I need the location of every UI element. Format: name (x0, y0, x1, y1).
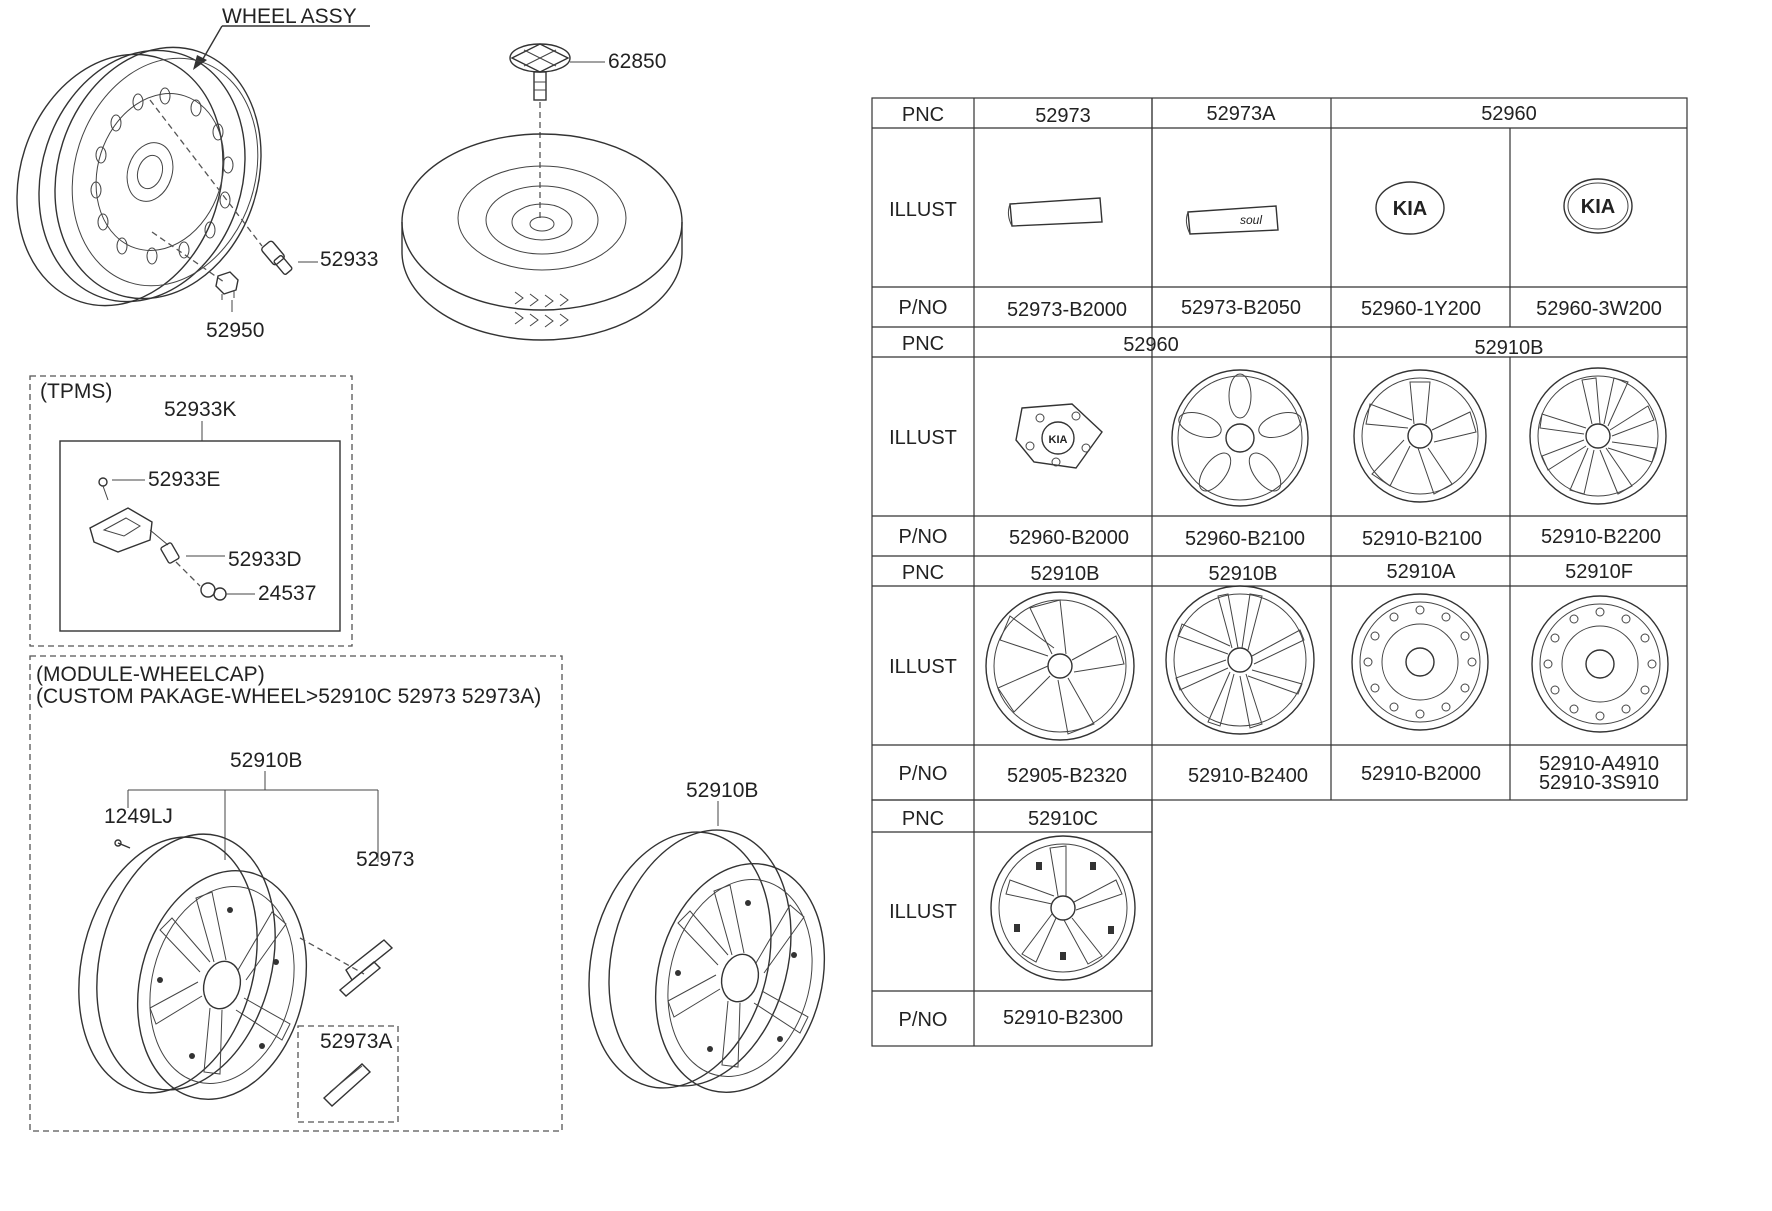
alloy-wheel-module-icon[interactable] (53, 815, 330, 1117)
part-label-52933d[interactable]: 52933D (228, 548, 302, 571)
center-cap-icon[interactable]: KIA (1015, 403, 1103, 469)
pno-cell[interactable]: 52910-B2300 (1003, 1007, 1123, 1029)
row-label-pno-4: P/NO (899, 1009, 948, 1031)
emblem-text: KIA (1393, 198, 1427, 220)
part-label-62850[interactable]: 62850 (608, 50, 666, 73)
pnc-cell[interactable]: 52910B (1209, 563, 1278, 585)
part-label-52933[interactable]: 52933 (320, 248, 378, 271)
alloy-wheel-10-spoke-icon[interactable] (1529, 367, 1667, 505)
screw-icon[interactable] (114, 839, 131, 849)
tpms-group: (TPMS) 52933K 52933E 52933D 24537 (29, 375, 353, 647)
kia-emblem-icon[interactable]: KIA (1375, 181, 1445, 235)
tpms-sensor-icon[interactable] (89, 477, 227, 601)
pnc-cell[interactable]: 52910B (1475, 337, 1544, 359)
table-block-1: 52973 52973A 52960 soul KIA KIA 52973 (1007, 103, 1662, 321)
lug-nut-icon[interactable] (215, 271, 239, 300)
part-label-52933e[interactable]: 52933E (148, 468, 220, 491)
pno-cell[interactable]: 52910-B2000 (1361, 763, 1481, 785)
module-title-line1[interactable]: (MODULE-WHEELCAP) (36, 663, 265, 686)
row-label-illust-1: ILLUST (889, 199, 957, 221)
trim-strip-52973-icon[interactable] (338, 939, 394, 997)
part-label-52950[interactable]: 52950 (206, 319, 264, 342)
part-label-1249lj[interactable]: 1249LJ (104, 805, 173, 828)
spare-tire-icon[interactable] (401, 133, 683, 341)
trim-strip-52973a-icon[interactable] (322, 1063, 372, 1107)
row-label-pno-3: P/NO (899, 763, 948, 785)
wheel-assy-label[interactable]: WHEEL ASSY (222, 5, 357, 28)
pno-cell[interactable]: 52910-3S910 (1539, 772, 1659, 794)
row-label-illust-4: ILLUST (889, 901, 957, 923)
alloy-wheel-5-oval-icon[interactable] (1171, 369, 1309, 507)
part-label-52910b-module[interactable]: 52910B (230, 749, 302, 772)
table-block-3: 52910B 52910B 52910A 52910F (985, 561, 1669, 794)
pnc-cell[interactable]: 52960 (1123, 334, 1179, 356)
alloy-wheel-5-spoke-icon[interactable] (1353, 369, 1487, 503)
parts-table: PNC ILLUST P/NO PNC ILLUST P/NO PNC ILLU… (871, 97, 1688, 1047)
part-label-52973[interactable]: 52973 (356, 848, 414, 871)
pno-cell[interactable]: 52960-3W200 (1536, 298, 1662, 320)
row-label-pno-1: P/NO (899, 297, 948, 319)
alloy-wheel-5-wide-icon[interactable] (985, 591, 1135, 741)
part-label-52933k[interactable]: 52933K (164, 398, 236, 421)
pno-cell[interactable]: 52910-B2200 (1541, 526, 1661, 548)
trim-strip-plain-icon[interactable] (1007, 197, 1103, 227)
part-label-52910b-right[interactable]: 52910B (686, 779, 758, 802)
part-label-52973a[interactable]: 52973A (320, 1030, 392, 1053)
pnc-cell[interactable]: 52910C (1028, 808, 1098, 830)
row-label-pno-2: P/NO (899, 526, 948, 548)
pnc-cell[interactable]: 52960 (1481, 103, 1537, 125)
strip-text: soul (1240, 213, 1262, 227)
table-block-2: 52960 52910B KIA (1009, 334, 1667, 550)
pnc-cell[interactable]: 52973A (1207, 103, 1277, 125)
steel-wheel-52910a-icon[interactable] (1351, 593, 1489, 731)
emblem-text: KIA (1581, 196, 1615, 218)
pno-cell[interactable]: 52910-B2100 (1362, 528, 1482, 550)
pno-cell[interactable]: 52905-B2320 (1007, 765, 1127, 787)
row-label-pnc-4: PNC (902, 808, 944, 830)
steel-wheel-52910f-icon[interactable] (1531, 595, 1669, 733)
pnc-cell[interactable]: 52910A (1387, 561, 1457, 583)
alloy-wheel-double-icon[interactable] (1165, 585, 1315, 735)
pno-cell[interactable]: 52960-B2100 (1185, 528, 1305, 550)
pnc-cell[interactable]: 52910F (1565, 561, 1633, 583)
alloy-wheel-standalone-icon[interactable] (563, 811, 847, 1111)
pno-cell[interactable]: 52973-B2050 (1181, 297, 1301, 319)
row-label-illust-2: ILLUST (889, 427, 957, 449)
pnc-cell[interactable]: 52910B (1031, 563, 1100, 585)
table-block-4: 52910C 52910-B2300 (990, 808, 1136, 1029)
row-label-pnc-3: PNC (902, 562, 944, 584)
pno-cell[interactable]: 52910-A4910 (1539, 753, 1659, 775)
hold-down-bolt-icon[interactable] (509, 43, 571, 101)
pno-cell[interactable]: 52960-B2000 (1009, 527, 1129, 549)
pno-cell[interactable]: 52910-B2400 (1188, 765, 1308, 787)
row-label-pnc-2: PNC (902, 333, 944, 355)
valve-stem-icon[interactable] (261, 240, 293, 275)
module-wheelcap-group: (MODULE-WHEELCAP) (CUSTOM PAKAGE-WHEEL>5… (29, 655, 563, 1132)
trim-strip-soul-icon[interactable]: soul (1185, 205, 1279, 235)
table-row-labels: PNC ILLUST P/NO PNC ILLUST P/NO PNC ILLU… (889, 104, 957, 1031)
pno-cell[interactable]: 52960-1Y200 (1361, 298, 1481, 320)
row-label-illust-3: ILLUST (889, 656, 957, 678)
alloy-wheel-standalone-group: 52910B (563, 779, 847, 1111)
kia-emblem-3d-icon[interactable]: KIA (1563, 178, 1633, 234)
emblem-text: KIA (1049, 434, 1068, 446)
alloy-wheel-custom-icon[interactable] (990, 835, 1136, 981)
row-label-pnc-1: PNC (902, 104, 944, 126)
pnc-cell[interactable]: 52973 (1035, 105, 1091, 127)
pno-cell[interactable]: 52973-B2000 (1007, 299, 1127, 321)
spare-tire-group: 62850 (401, 43, 683, 341)
module-title-line2[interactable]: (CUSTOM PAKAGE-WHEEL>52910C 52973 52973A… (36, 685, 541, 708)
steel-wheel-icon[interactable] (0, 20, 293, 332)
part-label-24537[interactable]: 24537 (258, 582, 316, 605)
wheel-assy-group: WHEEL ASSY (0, 5, 378, 342)
tpms-title[interactable]: (TPMS) (40, 380, 112, 403)
